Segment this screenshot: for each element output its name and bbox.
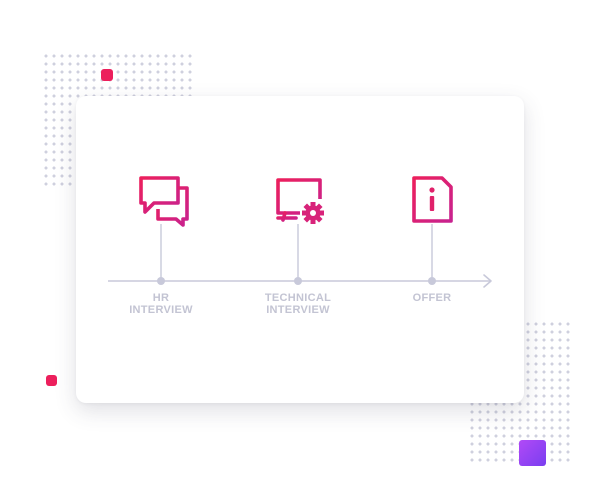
monitor-gear-icon — [276, 178, 324, 224]
label-line: INTERVIEW — [129, 304, 193, 316]
label-line: HR — [152, 292, 170, 304]
timeline-card — [76, 96, 524, 403]
step-hr-interview — [139, 176, 189, 285]
chat-bubbles-icon — [139, 176, 189, 227]
label-line: INTERVIEW — [266, 304, 330, 316]
step-label-hr-interview: HR INTERVIEW — [106, 292, 216, 316]
label-line: TECHNICAL — [264, 292, 332, 304]
timeline-arrow-head — [483, 274, 492, 288]
label-line: OFFER — [412, 292, 452, 304]
timeline-node — [157, 277, 165, 285]
step-offer — [412, 176, 453, 285]
step-label-offer: OFFER — [377, 292, 487, 304]
decor-square-red-left — [46, 375, 57, 386]
step-technical-interview — [276, 178, 324, 285]
timeline-node — [294, 277, 302, 285]
step-label-technical-interview: TECHNICAL INTERVIEW — [243, 292, 353, 316]
document-info-icon — [412, 176, 453, 223]
decor-square-red-top — [101, 69, 113, 81]
timeline-node — [428, 277, 436, 285]
decor-square-purple — [519, 440, 546, 466]
